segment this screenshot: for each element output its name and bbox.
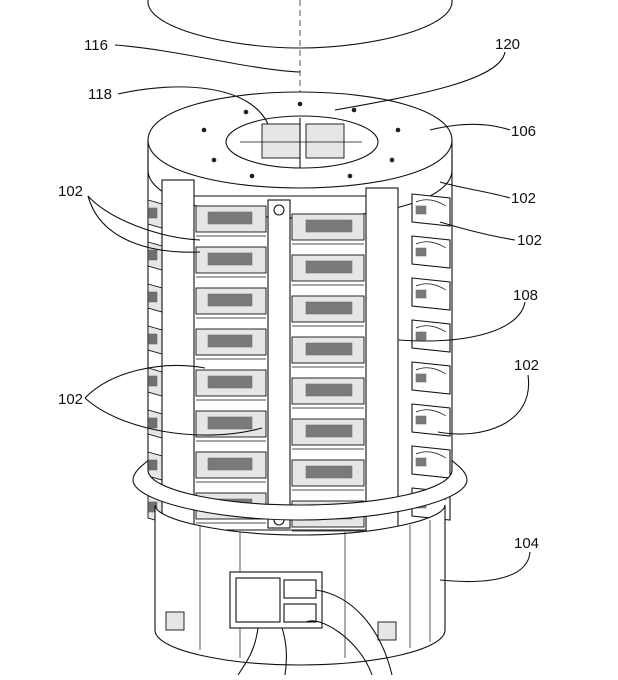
- control-panel: [230, 572, 322, 628]
- right-shelf-tray: [412, 194, 450, 226]
- label-104: 104: [514, 535, 539, 552]
- label-116: 116: [84, 37, 108, 54]
- left-shelf-tray: [148, 242, 162, 270]
- right-shelf-column: [412, 194, 450, 520]
- label-102-left-top: 102: [58, 183, 83, 200]
- label-106: 106: [511, 123, 536, 140]
- label-102-right-top: 102: [511, 190, 536, 207]
- right-shelf-tray: [412, 236, 450, 268]
- right-shelf-tray: [412, 446, 450, 478]
- left-shelf-tray: [148, 410, 162, 438]
- right-shelf-tray: [412, 278, 450, 310]
- label-108: 108: [513, 287, 538, 304]
- left-shelf-tray: [148, 200, 162, 228]
- label-102-left-mid: 102: [58, 391, 83, 408]
- label-102-right-second: 102: [517, 232, 542, 249]
- left-shelf-tray: [148, 284, 162, 312]
- right-shelf-tray: [412, 320, 450, 352]
- right-shelf-tray: [412, 404, 450, 436]
- right-shelf-tray: [412, 362, 450, 394]
- left-shelf-tray: [148, 326, 162, 354]
- label-120: 120: [495, 36, 520, 53]
- label-102-right-mid: 102: [514, 357, 539, 374]
- label-118: 118: [88, 86, 112, 103]
- left-shelf-tray: [148, 368, 162, 396]
